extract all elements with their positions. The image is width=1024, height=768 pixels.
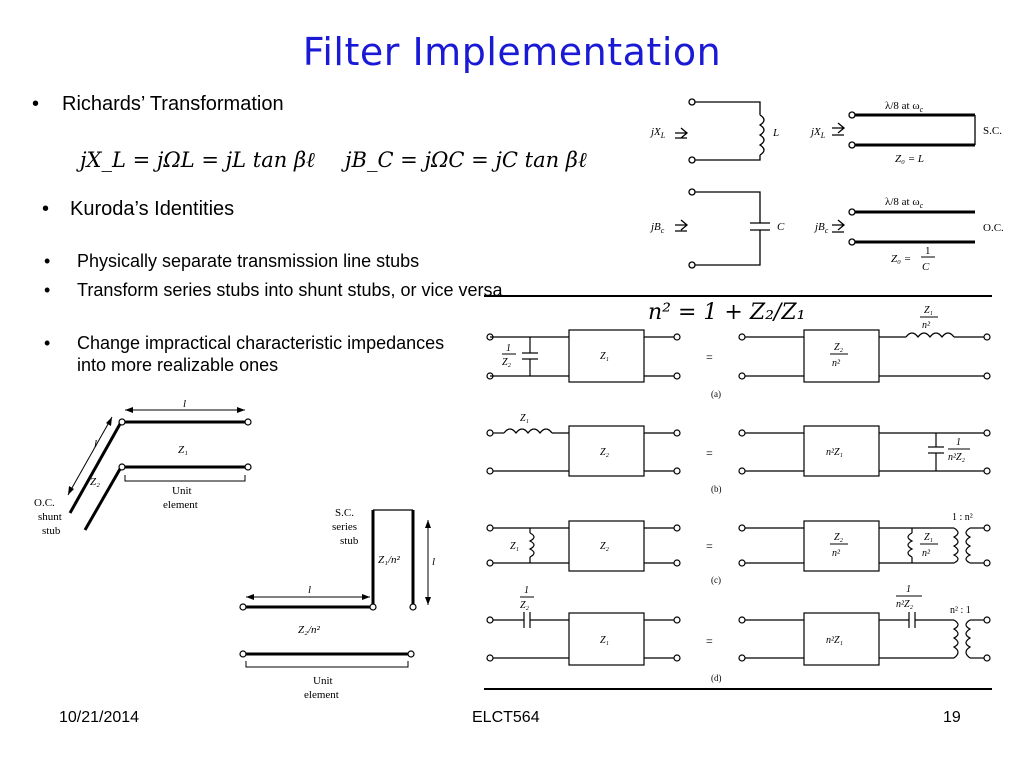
page-title: Filter Implementation [302, 30, 722, 74]
svg-text:stub: stub [340, 535, 359, 547]
svg-text:Z₁: Z₁ [924, 305, 933, 316]
svg-text:=: = [706, 446, 713, 460]
sub-bullet-text: Transform series stubs into shunt stubs,… [77, 280, 503, 300]
richards-equation-capacitor: jB_C = jΩC = jC tan βℓ [345, 148, 587, 172]
svg-text:n²: n² [922, 548, 931, 559]
svg-text:element: element [163, 499, 198, 511]
svg-text:1: 1 [524, 585, 529, 596]
label-d: (d) [711, 673, 722, 683]
stub-unit-element-figure: l l Z₁ Z₂ O.C. shunt stub Unit element S… [34, 398, 435, 701]
svg-text:=: = [706, 634, 713, 648]
svg-text:stub: stub [42, 525, 61, 537]
svg-text:n²: n² [832, 548, 841, 559]
label-c: (c) [711, 575, 721, 585]
svg-text:Z₂: Z₂ [600, 541, 610, 552]
svg-text:element: element [304, 689, 339, 701]
footer-page-number: 19 [943, 709, 961, 726]
svg-text:O.C.: O.C. [34, 497, 55, 509]
z0-l-label: Z₀ = L [895, 153, 924, 165]
fraction-den: C [922, 261, 930, 273]
richards-equation-inductor: jX_L = jΩL = jL tan βℓ [80, 148, 315, 172]
capacitor-label: C [777, 221, 785, 233]
jbc-label: jBc [649, 221, 665, 235]
short-circuit-label: S.C. [983, 125, 1002, 137]
svg-text:Unit: Unit [313, 675, 333, 687]
z0-c-label: Z₀ = [891, 253, 911, 265]
z2-label: Z₂ [90, 476, 100, 488]
length-label: l [183, 398, 186, 410]
svg-text:S.C.: S.C. [335, 507, 354, 519]
inductor-label: L [772, 127, 779, 139]
kuroda-row-c [486, 520, 991, 572]
kuroda-row-b [486, 425, 991, 477]
svg-text:l: l [94, 438, 97, 450]
svg-text:Z₂: Z₂ [834, 532, 844, 543]
sub-bullet-text: Physically separate transmission line st… [77, 251, 420, 271]
bullet-dot: • [42, 198, 50, 220]
kuroda-row-a [486, 329, 991, 383]
bullet-dot: • [44, 251, 51, 271]
bullet-kuroda-text: Kuroda’s Identities [70, 198, 235, 220]
sub-bullet-1: • Physically separate transmission line … [44, 250, 514, 272]
svg-text:n² : 1: n² : 1 [950, 605, 971, 616]
svg-text:n²: n² [832, 358, 841, 369]
svg-text:Z₂: Z₂ [600, 447, 610, 458]
jxl-label-2: jXL [809, 126, 826, 140]
svg-text:Unit: Unit [172, 485, 192, 497]
box-z1: Z₁ [600, 351, 609, 362]
svg-text:Z₂: Z₂ [520, 600, 530, 611]
z1-label: Z₁ [178, 444, 188, 456]
label-a: (a) [711, 389, 721, 399]
kuroda-identities-figure: 1 Z₂ Z₁ = Z₂ n² Z₁ n² (a) Z₁ Z₂ = n²Z₁ 1… [484, 295, 992, 690]
sub-bullet-3: • Change impractical characteristic impe… [44, 332, 464, 376]
svg-text:=: = [706, 539, 713, 553]
footer-date: 10/21/2014 [59, 709, 140, 726]
svg-text:Z₁: Z₁ [924, 532, 933, 543]
terminal [688, 156, 696, 164]
svg-text:n²: n² [922, 320, 931, 331]
svg-text:Z₁: Z₁ [600, 635, 609, 646]
svg-text:n²Z₁: n²Z₁ [826, 635, 843, 646]
svg-text:1: 1 [956, 437, 961, 448]
kuroda-row-d [486, 612, 991, 666]
bullet-richards-text: Richards’ Transformation [62, 93, 284, 115]
svg-text:Z₁: Z₁ [520, 413, 529, 424]
svg-text:n²Z₁: n²Z₁ [826, 447, 843, 458]
kuroda-n-equation: n² = 1 + Z₂/Z₁ [648, 300, 806, 325]
svg-text:l: l [308, 584, 311, 596]
svg-text:Z₂: Z₂ [834, 342, 844, 353]
z2-over-n2-label: Z₂/n² [298, 624, 320, 636]
svg-text:Z₂: Z₂ [502, 357, 512, 368]
bullet-dot: • [32, 93, 40, 115]
z1-over-n2-label: Z₁/n² [378, 554, 400, 566]
equals-sign: = [706, 350, 713, 364]
inductor-coil [758, 114, 765, 156]
bullet-richards: • Richards’ Transformation [32, 93, 284, 116]
bullet-dot: • [44, 333, 51, 353]
sub-bullet-2: • Transform series stubs into shunt stub… [44, 279, 512, 301]
lambda-label-bottom: λ/8 at ωc [885, 196, 924, 210]
jxl-label: jXL [649, 126, 666, 140]
svg-text:Z₁: Z₁ [510, 541, 519, 552]
bullet-kuroda: • Kuroda’s Identities [42, 198, 234, 221]
terminal [688, 98, 696, 106]
svg-text:1: 1 [906, 584, 911, 595]
sub-bullet-text: Change impractical characteristic impeda… [77, 333, 445, 375]
svg-text:n²Z₂: n²Z₂ [896, 599, 914, 610]
bullet-dot: • [44, 280, 51, 300]
label-b: (b) [711, 484, 722, 494]
svg-text:1 : n²: 1 : n² [952, 512, 973, 523]
footer-course: ELCT564 [472, 709, 540, 726]
richards-figure: jXL L jXL λ/8 at ωc S.C. Z₀ = L jBc C jB… [649, 98, 1004, 273]
svg-text:n²Z₂: n²Z₂ [948, 452, 966, 463]
jbc-label-2: jBc [813, 221, 829, 235]
lambda-label-top: λ/8 at ωc [885, 100, 924, 114]
open-circuit-label: O.C. [983, 222, 1004, 234]
svg-text:1: 1 [506, 343, 511, 354]
svg-text:series: series [332, 521, 357, 533]
svg-text:l: l [432, 556, 435, 568]
svg-text:shunt: shunt [38, 511, 62, 523]
fraction-num: 1 [925, 245, 931, 257]
